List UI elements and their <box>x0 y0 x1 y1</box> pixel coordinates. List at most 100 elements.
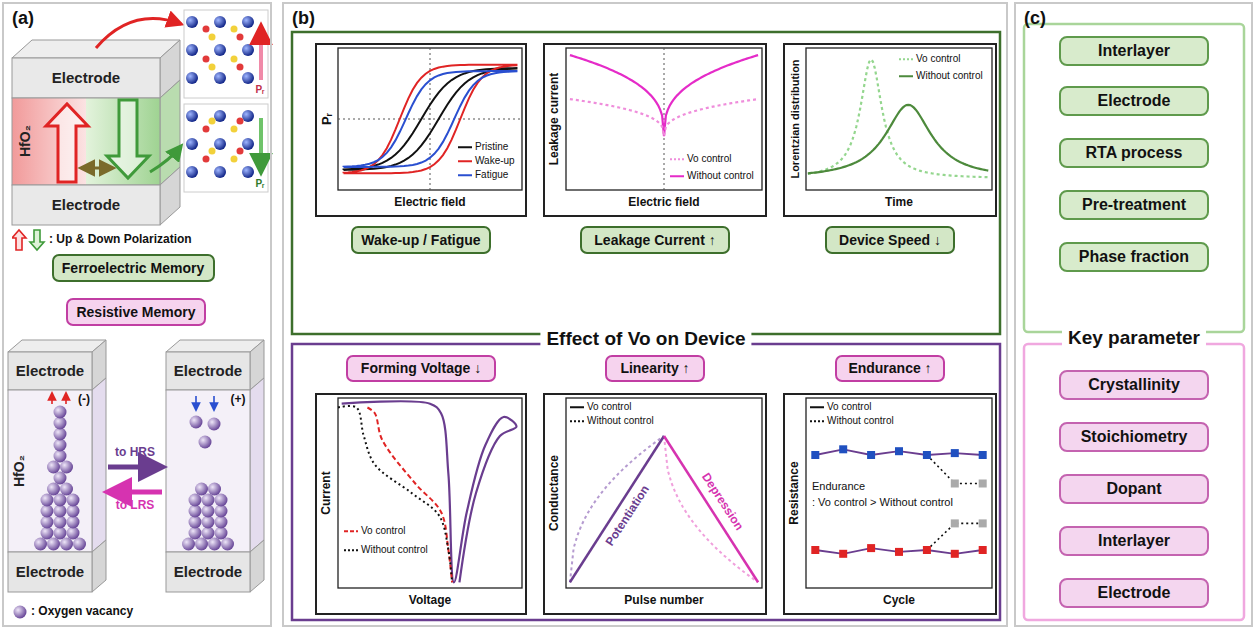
axis-label: Time <box>885 196 913 210</box>
data-marker <box>923 451 931 459</box>
parameter-box: Electrode <box>1059 578 1209 608</box>
data-marker <box>979 546 987 554</box>
node-text: Phase fraction <box>1079 248 1189 266</box>
oxide-side <box>250 378 264 552</box>
category-box: Resistive Memory <box>66 298 206 326</box>
oxygen-vacancy <box>215 494 228 507</box>
node-text: Electrode <box>174 362 242 379</box>
hf-atom <box>214 138 226 150</box>
hf-atom <box>242 16 254 28</box>
legend-item: Fatigue <box>458 169 508 181</box>
reset-arrow <box>108 465 162 470</box>
electrode-side <box>250 540 264 592</box>
oxygen-vacancy <box>60 483 73 496</box>
node-text: Forming Voltage ↓ <box>361 360 481 376</box>
plot-frame <box>316 394 526 614</box>
node-text: Stoichiometry <box>1081 428 1188 446</box>
effect-box: Device Speed ↓ <box>825 226 955 254</box>
parameter-box: Interlayer <box>1059 526 1209 556</box>
switching-arrow <box>81 167 113 170</box>
legend-text: Wake-up <box>475 155 515 167</box>
oxygen-vacancy <box>34 538 47 551</box>
legend-text: Without control <box>687 170 754 182</box>
node-text: HfO₂ <box>17 126 33 158</box>
electrode-side <box>92 540 106 592</box>
data-marker <box>839 550 847 558</box>
migration-arrow <box>51 393 53 404</box>
legend-item: Vo control <box>899 53 960 65</box>
legend-line <box>570 420 584 422</box>
plot-curves <box>338 48 522 190</box>
hf-atom <box>186 166 198 178</box>
iv-curve <box>342 401 517 582</box>
axis-label: Pulse number <box>624 594 703 608</box>
parameter-box: Dopant <box>1059 474 1209 504</box>
node-text: Electrode <box>16 362 84 379</box>
legend-sample <box>458 143 472 151</box>
polarity-label: (-) <box>78 393 90 407</box>
o-atom <box>231 56 238 63</box>
lorentzian-curve <box>808 59 988 177</box>
oxygen-vacancy <box>195 483 208 496</box>
legend-item: Without control <box>810 415 894 427</box>
oxygen-vacancy <box>54 406 67 419</box>
effect-box: Endurance ↑ <box>835 355 945 382</box>
hf-atom <box>242 72 254 84</box>
group-frame <box>1024 344 1244 620</box>
electrode-layer: Electrode <box>166 352 250 390</box>
o-atom <box>203 126 210 133</box>
legend-item: Without control <box>570 415 654 427</box>
electrode-top-face <box>166 340 264 352</box>
legend-sample <box>12 604 28 620</box>
polarization-vector <box>259 26 263 80</box>
crystal-structure <box>184 104 268 192</box>
oxygen-vacancy <box>208 483 221 496</box>
oxide-layer <box>12 98 160 185</box>
oxide-layer <box>166 390 250 552</box>
hf-atom <box>186 110 198 122</box>
legend-line <box>899 75 913 77</box>
plot-axes <box>566 398 762 588</box>
oxygen-vacancy <box>182 538 195 551</box>
section-title: Key parameter <box>1062 327 1206 349</box>
legend-item: : Up & Down Polarization <box>12 228 192 252</box>
parameter-box: Electrode <box>1059 86 1209 116</box>
plot-frame <box>784 44 996 216</box>
o-atom <box>209 118 216 125</box>
hf-atom <box>186 72 198 84</box>
oxygen-vacancy <box>60 538 73 551</box>
migration-arrow <box>65 393 67 404</box>
endurance-line <box>927 455 983 484</box>
axis-label: Conductance <box>548 455 562 531</box>
oxide-layer: HfO₂ <box>12 98 38 185</box>
down-polarization-arrow <box>107 100 149 178</box>
node-text: Electrode <box>16 563 84 580</box>
plot-curves <box>570 48 758 190</box>
axis-label: Electric field <box>628 196 699 210</box>
conductance-curve <box>570 436 664 582</box>
legend-line <box>899 58 913 60</box>
plot-frame <box>784 394 996 614</box>
legend-sample <box>670 172 684 180</box>
electrode-side <box>160 167 180 225</box>
legend-line <box>344 530 358 532</box>
electrode-layer: Electrode <box>12 58 160 98</box>
vacancy-icon <box>14 606 27 619</box>
legend-sample <box>12 228 46 252</box>
migration-arrow <box>213 396 215 410</box>
electrode-layer <box>12 185 160 225</box>
potentiation-line <box>570 436 664 582</box>
parameter-box: Phase fraction <box>1059 242 1209 272</box>
node-text: Leakage Current ↑ <box>594 232 715 248</box>
electrode-layer: Electrode <box>8 552 92 592</box>
node-text: Interlayer <box>1098 532 1170 550</box>
hysteresis-loop <box>344 68 517 170</box>
node-text: HfO₂ <box>11 455 27 487</box>
plot-curves <box>570 436 758 582</box>
o-atom <box>203 56 210 63</box>
plot-frame <box>316 44 526 216</box>
depression-line <box>664 436 758 582</box>
legend-sample <box>570 417 584 425</box>
leakage-curve <box>570 99 758 136</box>
node-text: Electrode <box>1098 92 1171 110</box>
